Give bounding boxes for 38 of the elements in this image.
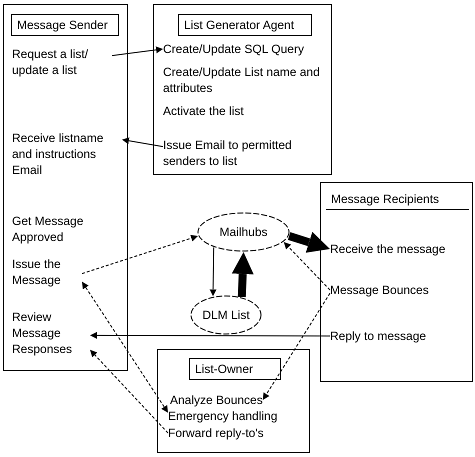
arrow bbox=[210, 246, 217, 296]
arrow bbox=[284, 242, 330, 290]
arrow bbox=[112, 46, 164, 56]
arrow bbox=[122, 137, 164, 148]
arrow bbox=[82, 282, 168, 413]
step-text: Issue Email to permitted senders to list bbox=[163, 137, 323, 169]
ellipse-node bbox=[190, 295, 262, 335]
panel-title: Message Recipients bbox=[326, 189, 469, 210]
group-panel bbox=[157, 349, 310, 453]
arrow bbox=[82, 234, 198, 274]
step-text: Receive listname and instructions Email bbox=[12, 130, 122, 178]
panel-title: List Generator Agent bbox=[178, 14, 312, 36]
step-text: Forward reply-to's bbox=[168, 425, 264, 441]
panel-title: List-Owner bbox=[189, 358, 281, 380]
arrow bbox=[232, 252, 254, 298]
step-text: Request a list/ update a list bbox=[12, 46, 112, 78]
arrow bbox=[90, 350, 168, 434]
step-text: Review Message Responses bbox=[12, 309, 90, 357]
group-panel bbox=[320, 182, 473, 382]
step-text: Get Message Approved bbox=[12, 213, 112, 245]
arrow bbox=[90, 332, 330, 339]
step-text: Activate the list bbox=[163, 103, 244, 119]
step-text: Receive the message bbox=[330, 241, 446, 257]
step-text: Analyze Bounces bbox=[170, 392, 263, 408]
step-text: Reply to message bbox=[330, 328, 426, 344]
step-text: Create/Update SQL Query bbox=[163, 41, 304, 57]
node-label: Mailhubs bbox=[218, 224, 269, 240]
ellipse-node bbox=[197, 212, 290, 252]
step-text: Emergency handling bbox=[168, 408, 278, 424]
group-panel bbox=[3, 4, 128, 371]
group-panel bbox=[153, 4, 332, 175]
arrow bbox=[262, 292, 330, 400]
step-text: Create/Update List name and attributes bbox=[163, 64, 323, 96]
arrow bbox=[288, 232, 330, 253]
node-label: DLM List bbox=[201, 307, 251, 323]
step-text: Issue the Message bbox=[12, 256, 82, 288]
step-text: Message Bounces bbox=[330, 282, 429, 298]
panel-title: Message Sender bbox=[11, 14, 119, 36]
